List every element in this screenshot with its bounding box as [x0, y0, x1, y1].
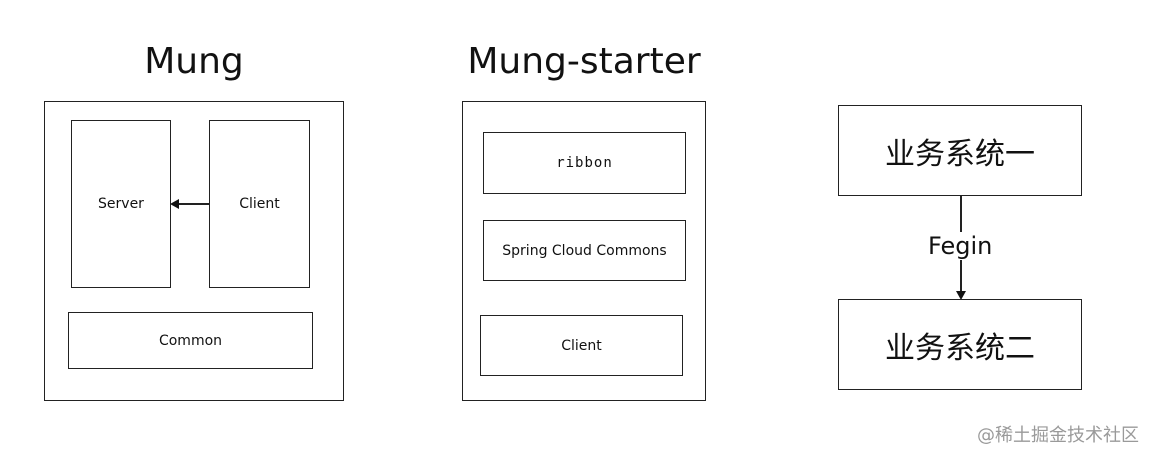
fegin-connector-arrowhead — [956, 291, 966, 300]
spring-cloud-commons-label: Spring Cloud Commons — [502, 242, 667, 259]
business-system-two-box: 业务系统二 — [838, 299, 1082, 390]
ribbon-label: ribbon — [556, 155, 613, 171]
fegin-label: Fegin — [926, 232, 995, 260]
starter-client-label: Client — [561, 337, 602, 354]
common-box: Common — [68, 312, 313, 369]
server-label: Server — [98, 196, 144, 212]
mung-starter-title: Mung-starter — [467, 41, 701, 82]
client-to-server-arrow-line — [178, 203, 209, 205]
business-system-one-label: 业务系统一 — [885, 136, 1035, 172]
common-label: Common — [158, 332, 223, 349]
client-box: Client — [209, 120, 310, 288]
starter-client-box: Client — [480, 315, 683, 376]
mung-title: Mung — [144, 41, 244, 82]
business-system-two-label: 业务系统二 — [885, 330, 1035, 366]
server-box: Server — [71, 120, 171, 288]
ribbon-box: ribbon — [483, 132, 686, 194]
business-system-one-box: 业务系统一 — [838, 105, 1082, 196]
client-to-server-arrowhead — [170, 199, 179, 209]
client-label: Client — [239, 196, 280, 212]
watermark: @稀土掘金技术社区 — [977, 425, 1139, 446]
spring-cloud-commons-box: Spring Cloud Commons — [483, 220, 686, 281]
